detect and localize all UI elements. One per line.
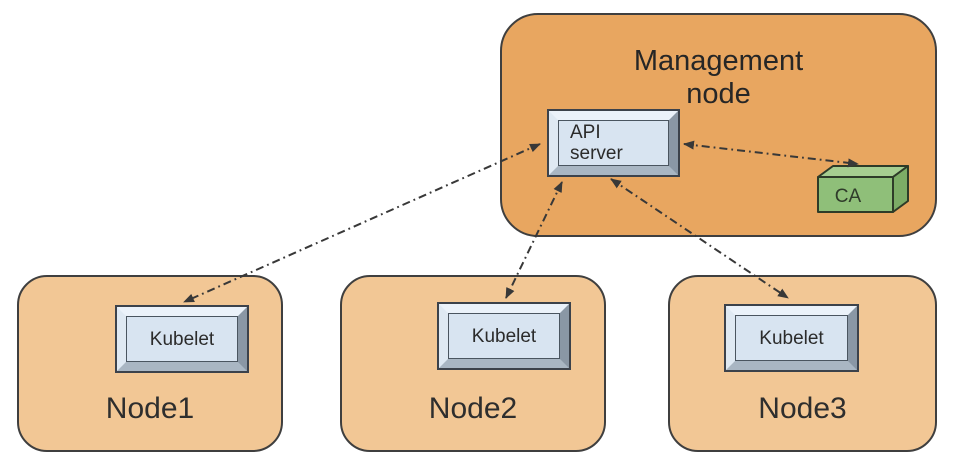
box-bevel xyxy=(439,304,569,368)
api-server-box: API server xyxy=(547,109,680,177)
kubelet-box-face: Kubelet xyxy=(448,313,560,359)
node1-label: Node1 xyxy=(105,392,195,425)
management-node: Management node API server xyxy=(500,13,937,237)
node2-label: Node2 xyxy=(428,392,518,425)
management-node-label: Management node xyxy=(633,45,804,110)
kubelet-box-face: Kubelet xyxy=(735,315,848,361)
kubelet-box-node3: Kubelet xyxy=(724,304,859,372)
kubelet-label-node3: Kubelet xyxy=(759,327,824,349)
node3: Kubelet Node3 xyxy=(668,275,937,452)
kubelet-label-node2: Kubelet xyxy=(471,325,537,347)
box-bevel xyxy=(549,111,678,175)
api-server-box-face: API server xyxy=(558,120,669,166)
api-server-label: API server xyxy=(570,122,623,164)
box-bevel xyxy=(117,307,247,371)
kubelet-box-face: Kubelet xyxy=(126,316,238,362)
node1: Kubelet Node1 xyxy=(17,275,283,452)
kubelet-box-node1: Kubelet xyxy=(115,305,249,373)
node3-label: Node3 xyxy=(758,392,847,425)
kubelet-box-node2: Kubelet xyxy=(437,302,571,370)
box-bevel xyxy=(726,306,857,370)
kubelet-label-node1: Kubelet xyxy=(149,328,215,350)
node2: Kubelet Node2 xyxy=(340,275,606,452)
